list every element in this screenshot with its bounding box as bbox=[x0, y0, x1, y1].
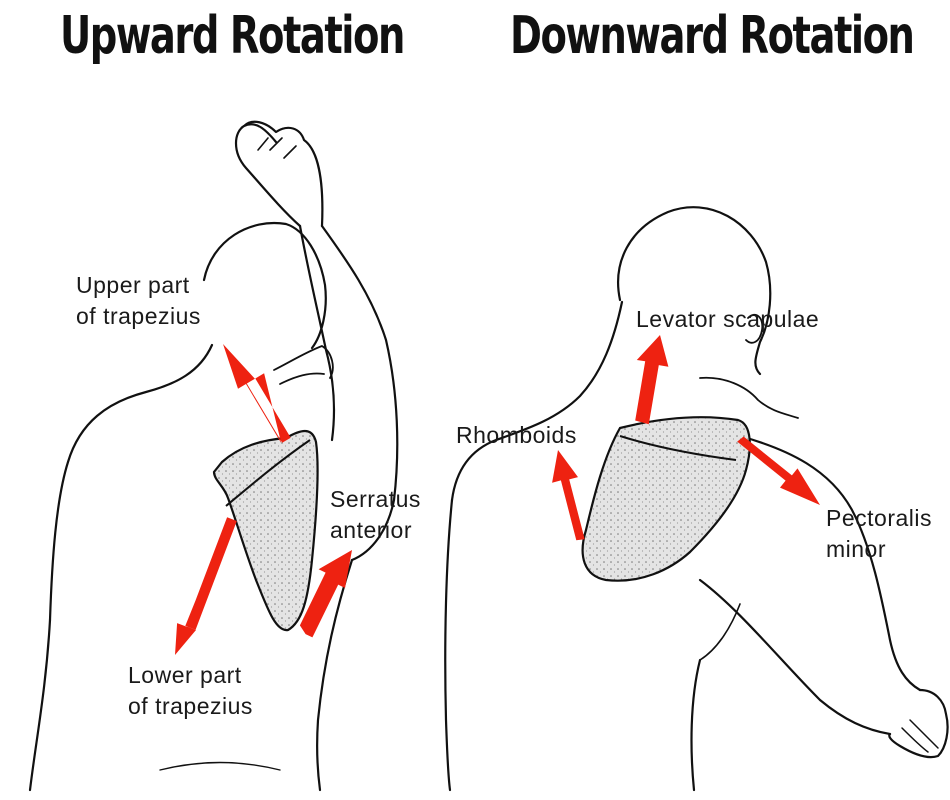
head-outline-2 bbox=[617, 206, 772, 376]
upward-figure bbox=[28, 120, 399, 792]
serratus-line1: Serratus bbox=[330, 486, 421, 512]
upper-trapezius-arrow bbox=[223, 344, 291, 444]
pectoralis-minor-arrow bbox=[737, 436, 820, 505]
upward-scapula-spine bbox=[225, 439, 311, 507]
upward-rotation-title: Upward Rotation bbox=[60, 6, 405, 66]
upper-trapezius-label: Upper part of trapezius bbox=[76, 270, 201, 332]
downward-arrows bbox=[552, 335, 820, 541]
serratus-anterior-label: Serratus anterior bbox=[330, 484, 421, 546]
arm-outer-outline-2 bbox=[738, 434, 922, 692]
ear-outline bbox=[745, 313, 764, 344]
neck-shoulder-outline bbox=[48, 343, 214, 622]
upward-scapula bbox=[212, 429, 319, 632]
rhomboids-label: Rhomboids bbox=[456, 422, 577, 448]
arm-inner-outline-2 bbox=[698, 578, 892, 736]
downward-figure bbox=[444, 206, 949, 792]
downward-scapula bbox=[581, 416, 751, 582]
finger-lines bbox=[257, 137, 297, 159]
pectoralis-line1: Pectoralis bbox=[826, 505, 932, 531]
armpit-crease bbox=[699, 603, 741, 661]
arm-outer-outline bbox=[320, 224, 399, 562]
lower-trapezius-label: Lower part of trapezius bbox=[128, 660, 253, 722]
upward-arrows bbox=[175, 344, 352, 655]
hand-outline bbox=[234, 120, 324, 228]
axilla-detail bbox=[273, 345, 334, 385]
neck-left-outline bbox=[450, 300, 624, 502]
finger-lines-2 bbox=[901, 719, 939, 753]
head-outline bbox=[202, 221, 327, 350]
torso-right-outline bbox=[316, 558, 354, 792]
upper-trapezius-line2: of trapezius bbox=[76, 303, 201, 329]
pectoralis-line2: minor bbox=[826, 536, 887, 562]
rhomboids-arrow bbox=[552, 450, 585, 541]
lower-trapezius-line2: of trapezius bbox=[128, 693, 253, 719]
collar-outline bbox=[699, 376, 799, 419]
upper-trapezius-line1: Upper part bbox=[76, 272, 190, 298]
lower-trapezius-line1: Lower part bbox=[128, 662, 242, 688]
levator-scapulae-arrow bbox=[635, 335, 669, 425]
waist-line bbox=[159, 761, 281, 771]
downward-rotation-title: Downward Rotation bbox=[510, 6, 915, 66]
hand-outline-2 bbox=[888, 688, 949, 759]
lower-trapezius-arrow bbox=[175, 517, 237, 655]
serratus-arrow bbox=[299, 550, 352, 638]
pectoralis-minor-label: Pectoralis minor bbox=[826, 503, 932, 565]
downward-scapula-spine bbox=[619, 435, 737, 461]
torso-right-outline-2 bbox=[690, 658, 702, 792]
torso-left-outline-2 bbox=[444, 498, 454, 792]
serratus-line2: anterior bbox=[330, 517, 412, 543]
levator-scapulae-label: Levator scapulae bbox=[636, 306, 820, 332]
torso-left-outline bbox=[28, 618, 52, 792]
